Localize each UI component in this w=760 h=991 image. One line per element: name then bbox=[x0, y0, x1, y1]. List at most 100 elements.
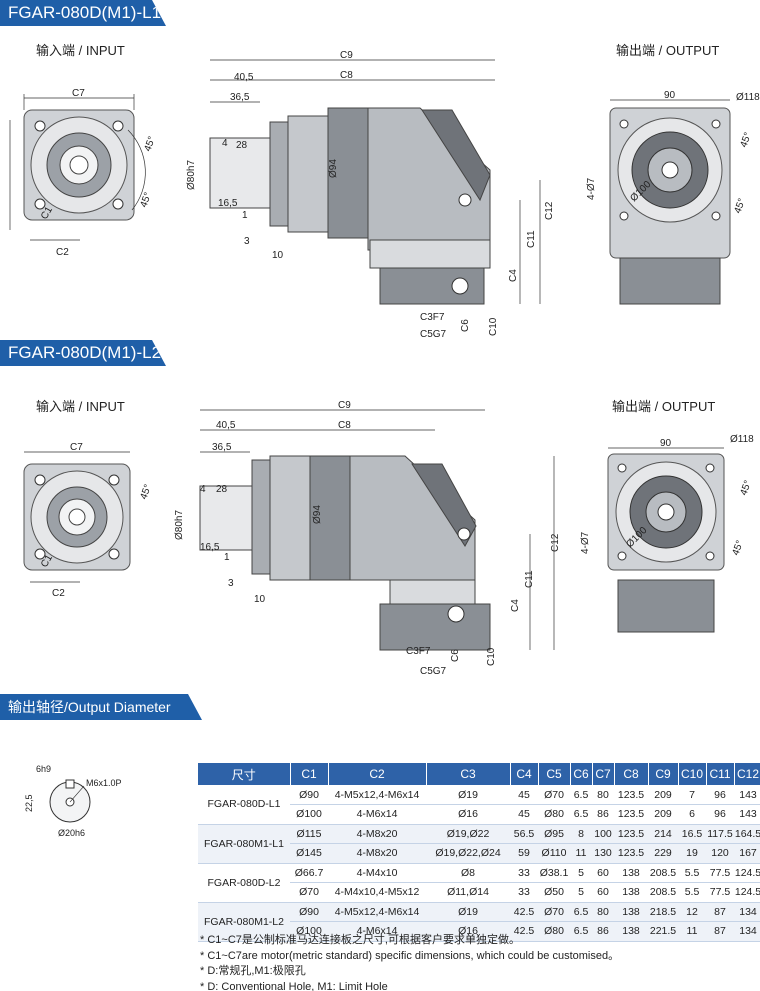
table-cell: Ø90 bbox=[290, 902, 328, 922]
table-cell: Ø100 bbox=[290, 921, 328, 942]
table-cell: 100 bbox=[592, 824, 614, 844]
table-cell: 209 bbox=[648, 804, 678, 825]
table-cell: 77.5 bbox=[706, 882, 734, 903]
output-flange-view-l2: 90 Ø118 4-Ø7 Ø100 45° 45° bbox=[580, 434, 754, 633]
dim-c3-l2: C3F7 bbox=[406, 646, 431, 657]
shaft-height-label: 22,5 bbox=[24, 794, 34, 812]
table-cell: 6.5 bbox=[570, 902, 592, 922]
dim-94-l2: Ø94 bbox=[312, 505, 323, 524]
dim-1-l2: 1 bbox=[224, 552, 230, 563]
dim-c8-l1: C8 bbox=[340, 70, 353, 81]
table-cell: Ø80 bbox=[538, 921, 570, 942]
table-cell: 117.5 bbox=[706, 824, 734, 844]
dim-4-l2: 4 bbox=[200, 484, 206, 495]
table-model-cell: FGAR-080M1-L1 bbox=[198, 824, 290, 864]
table-header-cell: C7 bbox=[592, 763, 615, 785]
shaft-thread-label: M6x1.0P bbox=[86, 778, 122, 788]
table-cell: 143 bbox=[734, 804, 760, 825]
table-cell: 86 bbox=[592, 921, 614, 942]
table-cell: 124.5 bbox=[734, 863, 760, 883]
section-title-l2: FGAR-080D(M1)-L2 bbox=[0, 340, 166, 366]
table-cell: 87 bbox=[706, 902, 734, 922]
dim-118-l1: Ø118 bbox=[736, 92, 760, 103]
table-cell: 16.5 bbox=[678, 824, 706, 844]
dim-28-l1: 28 bbox=[236, 140, 248, 151]
dim-c7-l1: C7 bbox=[72, 88, 85, 99]
table-cell: 208.5 bbox=[648, 863, 678, 883]
table-cell: 218.5 bbox=[648, 902, 678, 922]
output-flange-view-l1: 90 Ø118 4-Ø7 Ø100 45° 45° bbox=[586, 90, 760, 305]
table-cell: 134 bbox=[734, 921, 760, 942]
table-header-cell: C12 bbox=[734, 763, 760, 785]
dim-80-l2: Ø80h7 bbox=[174, 510, 185, 540]
table-cell: 6.5 bbox=[570, 804, 592, 825]
dim-28-l2: 28 bbox=[216, 484, 228, 495]
table-cell: 6 bbox=[678, 804, 706, 825]
spec-table: 尺寸 C1 C2 C3 C4 C5 C6 C7 C8 C9 C10 C11 C1… bbox=[198, 763, 760, 942]
table-cell: 5.5 bbox=[678, 882, 706, 903]
shaft-key-label: 6h9 bbox=[36, 764, 51, 774]
table-header-cell: C10 bbox=[678, 763, 707, 785]
table-cell: Ø70 bbox=[290, 882, 328, 903]
angle-45-d-l2: 45° bbox=[730, 539, 746, 557]
table-cell: 42.5 bbox=[510, 902, 538, 922]
table-cell: 96 bbox=[706, 785, 734, 805]
side-view-l2: C9 C8 40,5 36,5 4 28 Ø80h7 Ø94 16,5 1 3 … bbox=[174, 400, 561, 677]
table-cell: 5 bbox=[570, 882, 592, 903]
note-line: * C1~C7是公制标准马达连接板之尺寸,可根据客户要求单独定做。 bbox=[200, 934, 520, 946]
dim-80-l1: Ø80h7 bbox=[186, 160, 197, 190]
table-cell: 7 bbox=[678, 785, 706, 805]
table-cell: 77.5 bbox=[706, 863, 734, 883]
table-cell: 214 bbox=[648, 824, 678, 844]
dim-47-l2: 4-Ø7 bbox=[580, 531, 591, 554]
table-cell: 11 bbox=[570, 843, 592, 864]
table-header-cell: C2 bbox=[328, 763, 427, 785]
shaft-dia-label: Ø20h6 bbox=[58, 828, 85, 838]
table-cell: 6.5 bbox=[570, 921, 592, 942]
section-title-shaft: 输出轴径/Output Diameter bbox=[0, 694, 202, 720]
dim-c6-l2: C6 bbox=[450, 649, 461, 662]
table-cell: Ø110 bbox=[538, 843, 570, 864]
angle-45-d-l1: 45° bbox=[732, 197, 748, 215]
dim-c4-l2: C4 bbox=[510, 599, 521, 612]
dim-c2-l2: C2 bbox=[52, 588, 65, 599]
input-flange-view-l1: C7 45° 45° C1 C2 bbox=[9, 88, 158, 258]
table-cell: 138 bbox=[614, 902, 648, 922]
table-cell: 138 bbox=[614, 921, 648, 942]
section-title-l1: FGAR-080D(M1)-L1 bbox=[0, 0, 166, 26]
table-cell: 45 bbox=[510, 785, 538, 805]
dim-47-l1: 4-Ø7 bbox=[586, 177, 597, 200]
table-model-cell: FGAR-080D-L2 bbox=[198, 863, 290, 903]
table-cell: 167 bbox=[734, 843, 760, 864]
table-cell: 123.5 bbox=[614, 804, 648, 825]
table-cell: 221.5 bbox=[648, 921, 678, 942]
dim-165-l2: 16,5 bbox=[200, 542, 220, 553]
table-cell: 4-M4x10 bbox=[328, 863, 426, 883]
dim-c12-l1: C12 bbox=[544, 201, 555, 220]
note-line: * D: Conventional Hole, M1: Limit Hole bbox=[200, 980, 388, 991]
dim-10-l2: 10 bbox=[254, 594, 266, 605]
table-cell: 4-M8x20 bbox=[328, 843, 426, 864]
dim-365-l2: 36,5 bbox=[212, 442, 232, 453]
table-cell: Ø19 bbox=[426, 902, 510, 922]
table-header-cell: C1 bbox=[290, 763, 329, 785]
dim-90-l1: 90 bbox=[664, 90, 676, 101]
table-cell: Ø19 bbox=[426, 785, 510, 805]
table-model-cell: FGAR-080D-L1 bbox=[198, 785, 290, 825]
table-cell: 138 bbox=[614, 882, 648, 903]
input-view-label: 输入端 / INPUT bbox=[36, 43, 125, 58]
side-view-l1: C9 C8 40,5 36,5 4 28 Ø80h7 Ø94 16,5 1 3 … bbox=[186, 50, 555, 340]
table-cell: 229 bbox=[648, 843, 678, 864]
note-line: * C1~C7are motor(metric standard) specif… bbox=[200, 949, 620, 962]
table-cell: 120 bbox=[706, 843, 734, 864]
dim-165-l1: 16,5 bbox=[218, 198, 238, 209]
table-header-cell: C8 bbox=[614, 763, 649, 785]
dim-405-l2: 40,5 bbox=[216, 420, 236, 431]
dim-c5-l1: C5G7 bbox=[420, 329, 447, 340]
table-cell: 80 bbox=[592, 785, 614, 805]
table-cell: 5.5 bbox=[678, 863, 706, 883]
dim-c4-l1: C4 bbox=[508, 269, 519, 282]
